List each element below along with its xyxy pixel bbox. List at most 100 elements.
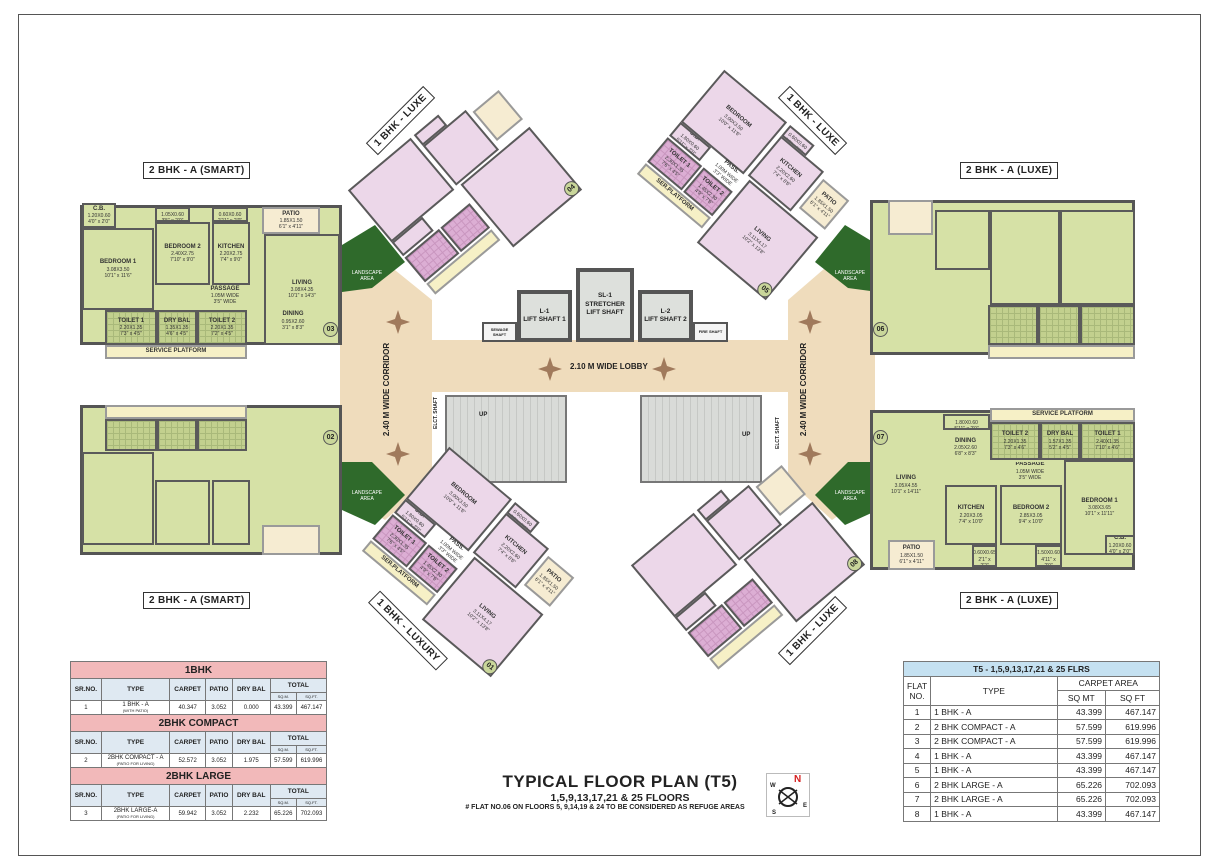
carpet-cell: 52.572 — [169, 753, 206, 768]
type-cell: 1 BHK - A — [930, 704, 1058, 720]
room-name: BEDROOM 2 — [164, 243, 201, 250]
type-cell: 2 BHK COMPACT - A — [930, 733, 1058, 749]
room-dimension: 3.05X4.55 — [894, 482, 918, 489]
dry-cell: 0.000 — [231, 700, 271, 715]
room-dimension: 3'5" x 2'0" — [161, 218, 184, 222]
room-dimension: 2.20X1.35 — [119, 325, 143, 331]
column-header: SR.NO. — [70, 678, 102, 701]
flat-header: FLAT — [907, 680, 928, 691]
column-header: SQ.FT. — [295, 745, 328, 754]
room-name: DRY BAL — [1046, 431, 1074, 437]
room-name: BEDROOM 2 — [1012, 505, 1050, 511]
page-title: TYPICAL FLOOR PLAN (T5) — [502, 772, 738, 791]
room-dimension: 2'1" x 2'2" — [978, 556, 991, 567]
column-header: TYPE — [100, 731, 171, 754]
unit-label-2bhk-smart-top: 2 BHK - A (SMART) — [143, 162, 251, 179]
room-dimension: 3.08X3.50 — [106, 266, 130, 273]
room: SERVICE PLATFORM — [105, 345, 247, 359]
section-title-row: 1BHK — [70, 661, 327, 679]
room-name: BEDROOM 1 — [1081, 497, 1118, 504]
room-dimension: 1.85X1.50 — [279, 218, 303, 224]
type-cell: 1 BHK - A — [930, 748, 1058, 764]
room-dimension: 1.80X0.60 — [955, 419, 978, 426]
room-dimension: 10'1" x 14'3" — [288, 293, 316, 300]
compass-south: S — [772, 810, 777, 816]
room-dimension: 3'5" WIDE — [213, 299, 237, 306]
landscape-label: LANDSCAPE AREA — [834, 490, 866, 502]
room-dimension: 1.85X1.50 — [900, 552, 923, 559]
star-icon — [652, 357, 676, 381]
column-header: PATIO — [204, 678, 233, 701]
room — [105, 405, 247, 419]
type-cell: 2 BHK LARGE - A — [930, 791, 1058, 807]
type-cell: 2 BHK COMPACT - A — [930, 719, 1058, 735]
room-name: C.B. — [960, 414, 973, 418]
room — [988, 305, 1038, 345]
room-dimension: 2.40X1.35 — [1096, 438, 1119, 445]
star-icon — [538, 357, 562, 381]
room — [988, 345, 1135, 359]
landscape-area-bl — [342, 462, 405, 525]
compass-west: W — [770, 783, 776, 789]
flat-no-cell: 7 — [902, 791, 932, 807]
sewage-shaft: SEWAGE SHAFT — [482, 322, 517, 342]
left-corridor — [340, 262, 432, 520]
type-header: TYPE — [930, 675, 1058, 706]
room-dimension: 10'1" x 14'11" — [891, 488, 921, 495]
sq-ft-cell: 467.147 — [1105, 748, 1160, 764]
star-icon — [798, 442, 822, 466]
flat-number-badge: 07 — [873, 430, 888, 445]
room-name: DINING — [955, 437, 976, 444]
room-name: SERVICE PLATFORM — [1032, 411, 1093, 418]
sq-mt-cell: 43.399 — [1056, 762, 1107, 778]
room-dimension: 2.85X3.05 — [1019, 512, 1043, 519]
unit-label-2bhk-luxe-top: 2 BHK - A (LUXE) — [960, 162, 1059, 179]
section-title: 2BHK LARGE — [70, 767, 327, 785]
room-dimension: 9'4" x 10'0" — [1018, 518, 1044, 525]
room-dimension: 0.60X0.65 — [973, 550, 996, 557]
room-dimension: 2.20X3.05 — [959, 512, 983, 519]
room-name: TOILET 2 — [208, 317, 236, 324]
type-name: 2BHK COMPACT - A — [107, 755, 164, 761]
column-header: TOTAL — [269, 784, 328, 799]
no-header: NO. — [909, 690, 925, 701]
sq-ft-cell: 467.147 — [1105, 806, 1160, 822]
type-cell: 1 BHK - A(WITH PATIO) — [100, 700, 171, 715]
room-dimension: 1.20X0.60 — [87, 213, 111, 219]
flat-number-badge: 06 — [873, 322, 888, 337]
landscape-area-tr — [815, 225, 878, 292]
carpet-cell: 59.942 — [169, 806, 206, 821]
corridor-right-label: 2.40 M WIDE CORRIDOR — [799, 342, 809, 437]
floors-subtitle: 1,5,9,13,17,21 & 25 FLOORS — [550, 792, 690, 804]
column-header: CARPET — [169, 678, 206, 701]
column-header: DRY BAL — [231, 784, 271, 807]
fire-shaft: FIRE SHAFT — [693, 322, 728, 342]
landscape-label: LANDSCAPE AREA — [351, 490, 383, 502]
sq-mt-cell: 43.399 — [1056, 748, 1107, 764]
column-header: PATIO — [204, 731, 233, 754]
room-dimension: 7'3" x 4'5" — [120, 331, 142, 338]
room-name: C.B. — [978, 545, 991, 549]
room-name: PATIO — [282, 210, 300, 217]
room-dimension: 7'4" x 9'0" — [220, 257, 242, 264]
corridor-left-label: 2.40 M WIDE CORRIDOR — [382, 342, 392, 437]
section-title: 2BHK COMPACT — [70, 714, 327, 732]
column-header: SQ.FT. — [295, 798, 328, 807]
sq-mt-cell: 43.399 — [1056, 704, 1107, 720]
room-dimension: 1.05M WIDE — [210, 293, 240, 299]
room-name: C.B. — [1114, 535, 1126, 541]
sq-ft-cell: 467.147 — [1105, 704, 1160, 720]
sq-mt-cell: 57.599 — [1056, 719, 1107, 735]
